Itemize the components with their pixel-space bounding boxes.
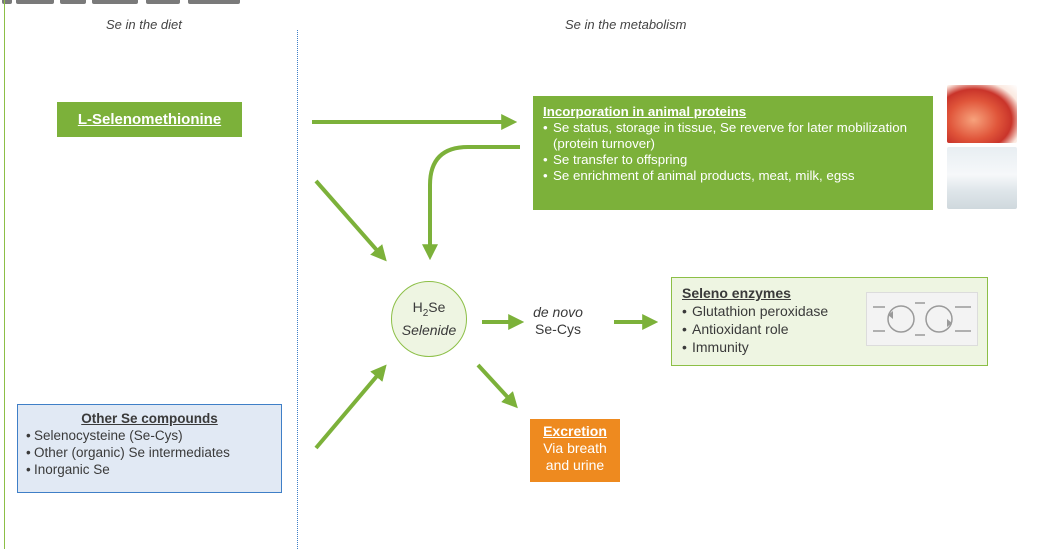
seleno-enzymes-title: Seleno enzymes [682,285,791,301]
incorporation-item: Se enrichment of animal products, meat, … [543,168,923,184]
selenide-node: H2Se Selenide [391,281,467,357]
cycle-diagram-icon [873,302,971,336]
l-selenomethionine-box: L-Selenomethionine [57,102,242,137]
de-novo-se-cys: de novo Se-Cys [523,304,593,338]
header-diet: Se in the diet [106,17,182,32]
milk-image [947,147,1017,209]
cropped-title-fragment [0,0,260,8]
arrow-incorporation-to-selenide [422,145,520,261]
column-divider [297,30,298,549]
seleno-enzymes-item: Glutathion peroxidase [682,302,977,320]
incorporation-item: Se transfer to offspring [543,152,923,168]
incorporation-title: Incorporation in animal proteins [543,104,747,119]
other-se-compounds-title: Other Se compounds [81,411,218,426]
excretion-box: Excretion Via breath and urine [530,419,620,482]
header-metabolism: Se in the metabolism [565,17,687,32]
glutathione-cycle-diagram [866,292,978,346]
de-novo-label: de novo [533,304,583,320]
arrow-other-to-selenide [314,364,387,450]
se-cys-label: Se-Cys [535,321,581,337]
selenide-formula: H2Se [412,298,446,319]
other-se-compounds-box: Other Se compounds Selenocysteine (Se-Cy… [17,404,282,493]
excretion-line-1: Via breath [543,440,607,456]
excretion-line-2: and urine [545,457,605,473]
seleno-enzymes-item: Immunity [682,338,977,356]
other-se-item: Selenocysteine (Se-Cys) [26,427,273,444]
incorporation-item: Se status, storage in tissue, Se reverve… [543,120,923,152]
other-se-item: Other (organic) Se intermediates [26,444,273,461]
other-se-item: Inorganic Se [26,461,273,478]
arrow-selenide-to-excretion [476,363,518,409]
meat-image [947,85,1017,143]
selenide-name: Selenide [401,322,457,339]
arrow-lsm-to-selenide [314,179,387,262]
incorporation-box: Incorporation in animal proteins Se stat… [533,96,933,210]
left-border-line [4,0,5,549]
seleno-enzymes-item: Antioxidant role [682,320,977,338]
excretion-title: Excretion [543,423,607,439]
